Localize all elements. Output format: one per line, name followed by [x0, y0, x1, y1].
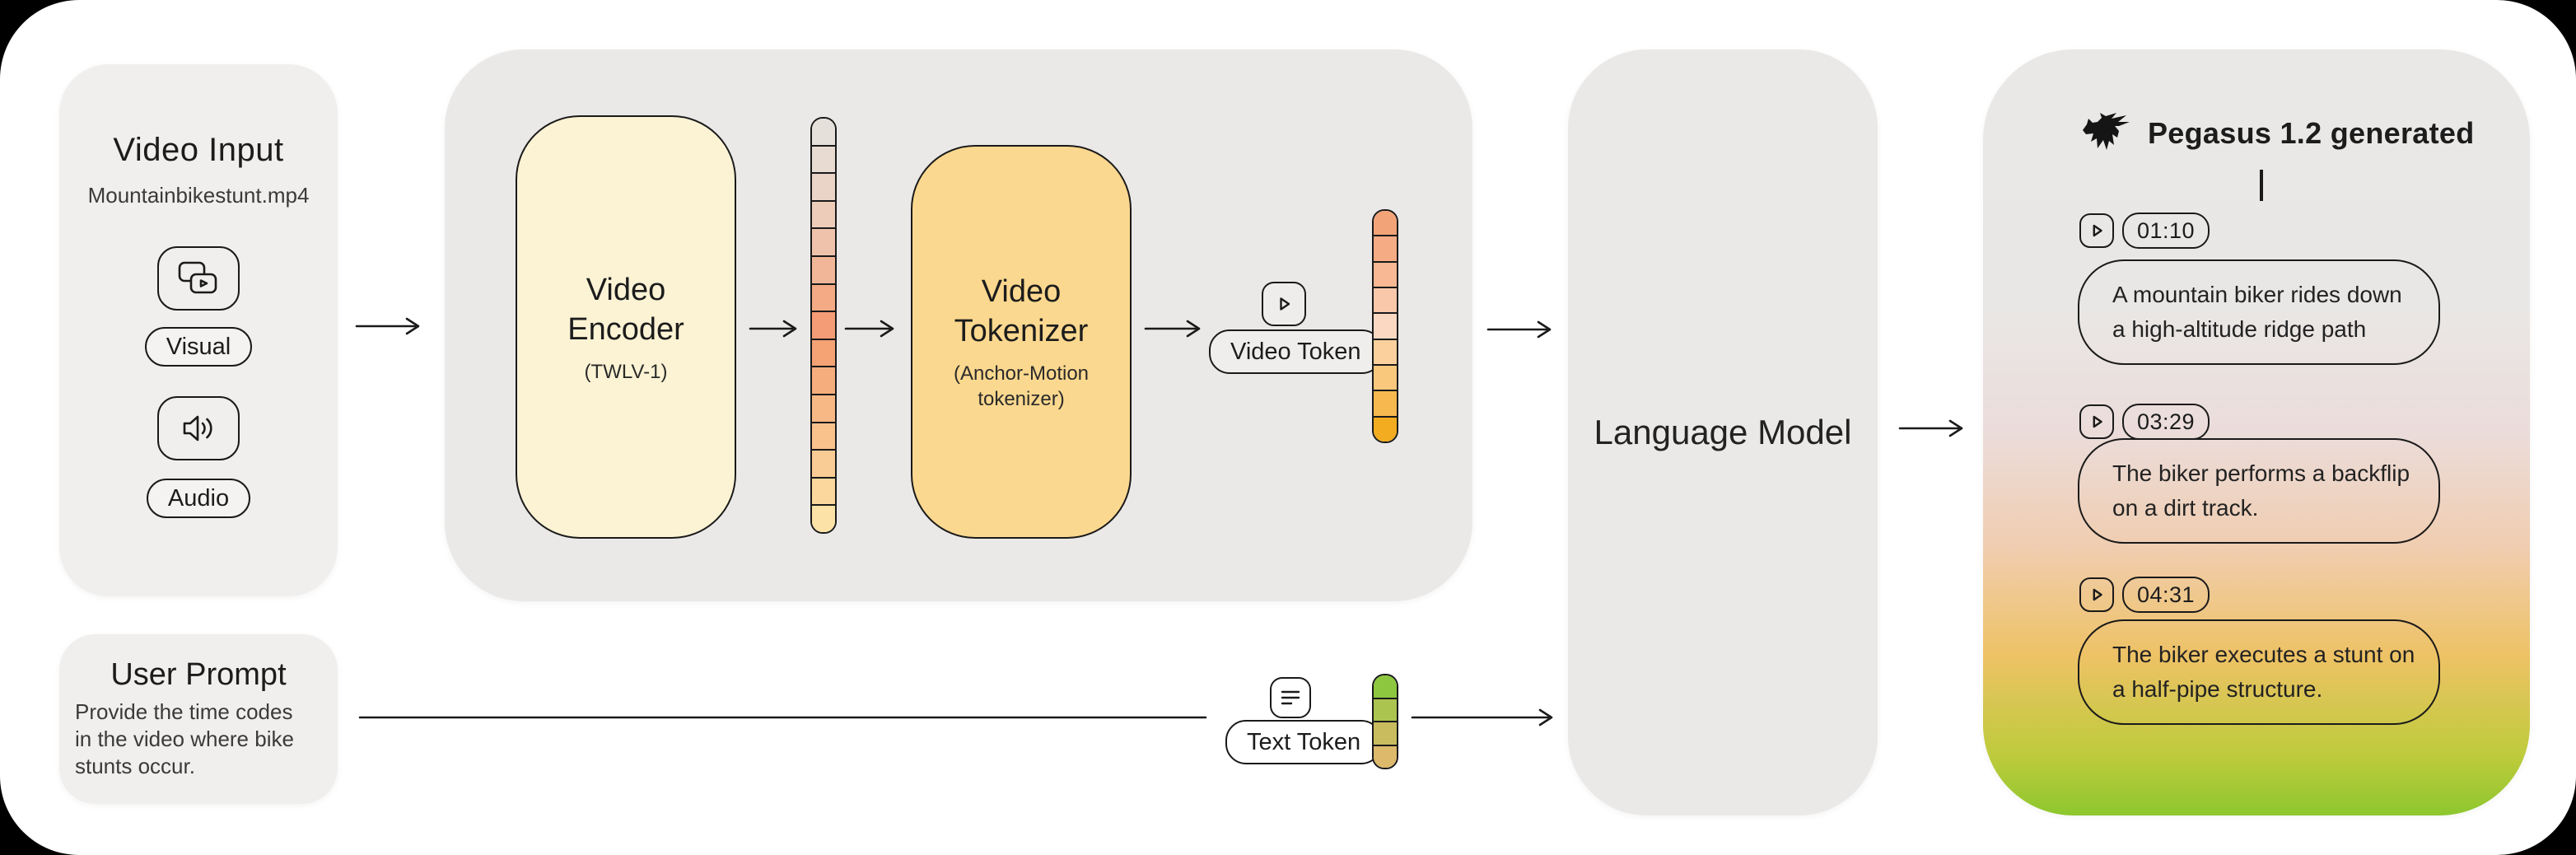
- text-token-strip: [1372, 674, 1398, 769]
- text-token-pill: Text Token: [1225, 720, 1383, 764]
- visual-frames-icon: [157, 246, 240, 311]
- caption-text: A mountain biker rides down a high-altit…: [2112, 282, 2402, 342]
- video-token-strip: [1372, 209, 1398, 443]
- video-filename: Mountainbikestunt.mp4: [87, 183, 310, 208]
- text-token-icon: [1270, 677, 1311, 718]
- video-token-play-icon: [1262, 282, 1306, 326]
- pegasus-icon: [2083, 113, 2130, 150]
- caption-text: The biker executes a stunt on a half-pip…: [2112, 642, 2415, 702]
- caption-bubble: The biker executes a stunt on a half-pip…: [2078, 619, 2440, 725]
- user-prompt-title: User Prompt: [110, 657, 287, 692]
- embedding-strip: [810, 117, 837, 534]
- video-token-label: Video Token: [1230, 338, 1361, 365]
- video-encoder-subtitle: (TWLV-1): [584, 360, 668, 383]
- video-encoder-box: Video Encoder (TWLV-1): [516, 115, 736, 539]
- video-input-title: Video Input: [113, 132, 284, 168]
- visual-label: Visual: [166, 333, 231, 360]
- arrow-encoder-to-strip: [749, 320, 797, 338]
- language-model-label: Language Model: [1594, 413, 1852, 451]
- timestamp-row: 03:29: [2079, 404, 2210, 440]
- arrow-token-to-lm: [1486, 320, 1552, 339]
- arrow-input-to-container: [355, 317, 420, 335]
- timestamp-badge[interactable]: 04:31: [2122, 577, 2210, 613]
- visual-label-pill: Visual: [144, 327, 253, 367]
- timestamp-badge[interactable]: 01:10: [2122, 213, 2210, 249]
- arrow-tokenizer-to-token: [1144, 320, 1201, 338]
- caption-text: The biker performs a backflip on a dirt …: [2112, 460, 2410, 521]
- play-button[interactable]: [2079, 577, 2114, 612]
- caption-bubble: The biker performs a backflip on a dirt …: [2078, 438, 2440, 544]
- output-panel: Pegasus 1.2 generated 01:10 A mountain b…: [1983, 49, 2530, 815]
- video-tokenizer-subtitle: (Anchor-Motion tokenizer): [953, 362, 1090, 410]
- arrow-texttoken-to-lm: [1411, 708, 1553, 727]
- timestamp-row: 01:10: [2079, 213, 2210, 249]
- video-tokenizer-title: Video Tokenizer: [954, 274, 1089, 348]
- arrow-lm-to-output: [1898, 419, 1963, 437]
- video-tokenizer-box: Video Tokenizer (Anchor-Motion tokenizer…: [911, 145, 1132, 539]
- audio-label-pill: Audio: [146, 479, 251, 518]
- video-input-panel: Video Input Mountainbikestunt.mp4 Visual…: [59, 64, 338, 596]
- timestamp-badge[interactable]: 03:29: [2122, 404, 2210, 440]
- text-token-label: Text Token: [1247, 728, 1361, 755]
- user-prompt-panel: User Prompt Provide the time codes in th…: [59, 634, 338, 804]
- audio-speaker-icon: [157, 396, 240, 460]
- output-header: Pegasus 1.2 generated: [2080, 112, 2474, 155]
- language-model-box: Language Model: [1568, 49, 1878, 815]
- audio-label: Audio: [167, 484, 230, 512]
- video-token-pill: Video Token: [1209, 329, 1383, 374]
- arrow-strip-to-tokenizer: [844, 320, 894, 338]
- video-encoder-title: Video Encoder: [567, 272, 684, 347]
- prompt-connector-line: [358, 716, 1207, 719]
- play-button[interactable]: [2079, 404, 2114, 439]
- output-title: Pegasus 1.2 generated: [2148, 116, 2475, 150]
- timestamp-row: 04:31: [2079, 577, 2210, 613]
- caption-bubble: A mountain biker rides down a high-altit…: [2078, 259, 2440, 365]
- play-button[interactable]: [2079, 213, 2114, 248]
- user-prompt-text: Provide the time codes in the video wher…: [75, 699, 294, 778]
- text-cursor: [2260, 170, 2263, 201]
